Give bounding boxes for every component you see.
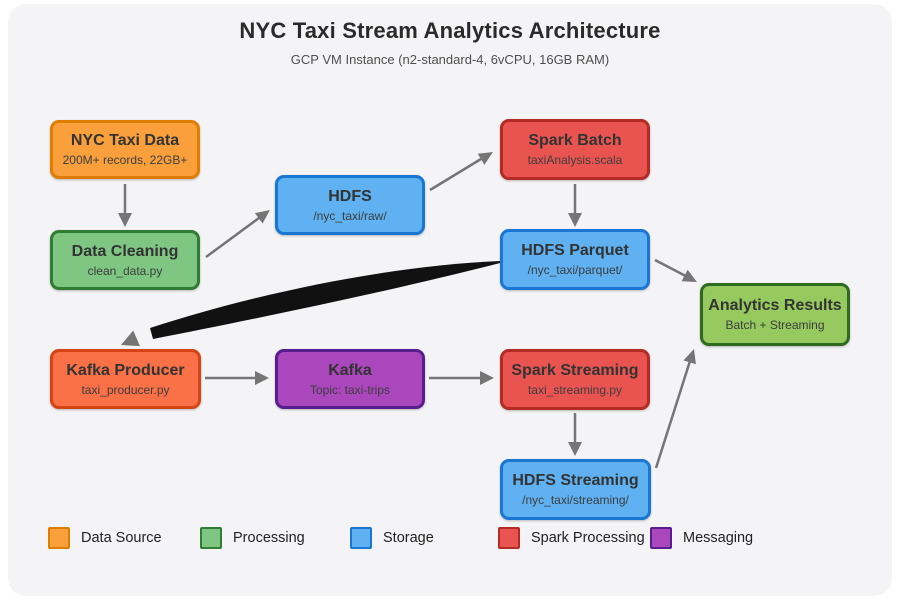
node-kafka: Kafka Topic: taxi-trips: [275, 349, 425, 409]
node-hdfs-streaming: HDFS Streaming /nyc_taxi/streaming/: [500, 459, 651, 520]
node-hdfs-raw: HDFS /nyc_taxi/raw/: [275, 175, 425, 235]
legend-item-processing: Processing: [200, 527, 305, 549]
legend: Data Source Processing Storage Spark Pro…: [0, 527, 900, 553]
node-sublabel: clean_data.py: [87, 263, 163, 278]
node-label: Analytics Results: [708, 297, 842, 314]
node-kafka-producer: Kafka Producer taxi_producer.py: [50, 349, 201, 409]
node-label: HDFS Streaming: [512, 472, 639, 489]
legend-swatch-storage: [350, 527, 372, 549]
node-label: HDFS: [328, 187, 372, 205]
legend-label: Data Source: [81, 530, 162, 546]
page-subtitle: GCP VM Instance (n2-standard-4, 6vCPU, 1…: [290, 52, 610, 67]
node-analytics-results: Analytics Results Batch + Streaming: [700, 283, 850, 346]
node-label: Kafka Producer: [66, 361, 185, 379]
legend-swatch-data-source: [48, 527, 70, 549]
node-spark-streaming: Spark Streaming taxi_streaming.py: [500, 349, 650, 410]
node-label: Data Cleaning: [71, 242, 179, 260]
legend-item-data-source: Data Source: [48, 527, 162, 549]
node-label: Spark Streaming: [511, 362, 639, 379]
legend-item-spark-processing: Spark Processing: [498, 527, 645, 549]
node-sublabel: taxiAnalysis.scala: [527, 153, 623, 167]
node-sublabel: Topic: taxi-trips: [309, 382, 391, 397]
legend-swatch-messaging: [650, 527, 672, 549]
node-nyc-taxi-data: NYC Taxi Data 200M+ records, 22GB+: [50, 120, 200, 179]
node-sublabel: taxi_producer.py: [81, 382, 170, 397]
legend-label: Storage: [383, 530, 434, 546]
node-spark-batch: Spark Batch taxiAnalysis.scala: [500, 119, 650, 180]
node-hdfs-parquet: HDFS Parquet /nyc_taxi/parquet/: [500, 229, 650, 290]
node-label: NYC Taxi Data: [70, 132, 180, 149]
legend-swatch-processing: [200, 527, 222, 549]
legend-label: Processing: [233, 530, 305, 546]
node-sublabel: /nyc_taxi/parquet/: [527, 263, 623, 277]
node-label: Kafka: [328, 361, 372, 379]
node-label: Spark Batch: [528, 132, 622, 149]
node-sublabel: /nyc_taxi/streaming/: [522, 493, 629, 507]
node-label: HDFS Parquet: [521, 242, 629, 259]
node-sublabel: taxi_streaming.py: [527, 383, 623, 397]
legend-item-messaging: Messaging: [650, 527, 753, 549]
node-sublabel: Batch + Streaming: [725, 318, 825, 332]
legend-item-storage: Storage: [350, 527, 434, 549]
page-title: NYC Taxi Stream Analytics Architecture: [239, 18, 661, 43]
legend-label: Spark Processing: [531, 530, 645, 546]
diagram-header: NYC Taxi Stream Analytics Architecture G…: [0, 18, 900, 67]
node-sublabel: /nyc_taxi/raw/: [313, 208, 387, 223]
node-sublabel: 200M+ records, 22GB+: [62, 153, 188, 167]
legend-label: Messaging: [683, 530, 754, 546]
node-data-cleaning: Data Cleaning clean_data.py: [50, 230, 200, 290]
legend-swatch-spark-processing: [498, 527, 520, 549]
